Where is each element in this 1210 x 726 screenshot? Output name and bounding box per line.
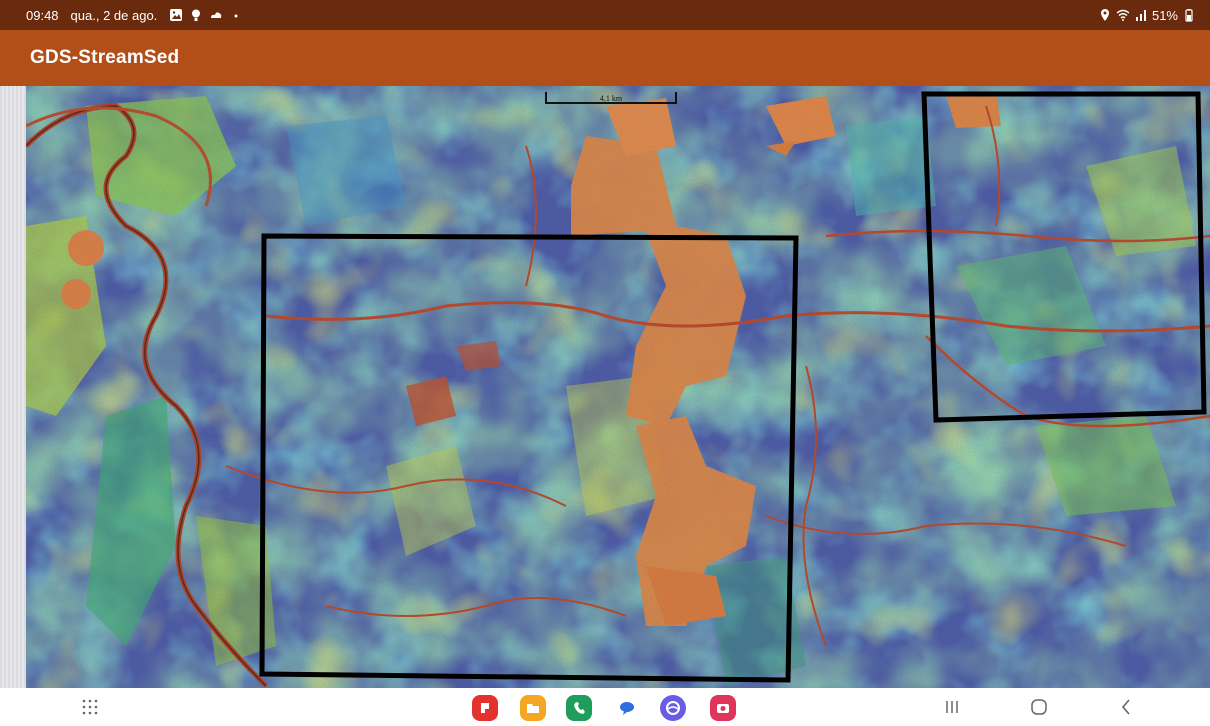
cloud-icon [209, 8, 223, 22]
battery-icon [1182, 8, 1196, 22]
map-left-strip [0, 86, 26, 688]
status-bar: 09:48 qua., 2 de ago. [0, 0, 1210, 30]
back-icon[interactable] [1112, 694, 1140, 720]
app-folder-icon[interactable] [520, 695, 546, 721]
battery-percent: 51% [1151, 7, 1178, 23]
app-internet-icon[interactable] [660, 695, 686, 721]
selection-box-main [259, 233, 799, 683]
app-bar: GDS-StreamSed [0, 30, 1210, 86]
dot-icon [229, 8, 243, 22]
signal-icon [1134, 8, 1148, 22]
terrain-map[interactable] [26, 86, 1210, 688]
map-scale-bar: 4,1 km [545, 92, 677, 104]
status-right: 51% [1098, 8, 1196, 23]
apps-grid-icon[interactable] [76, 694, 104, 720]
wifi-icon [1116, 8, 1130, 22]
scale-label: 4,1 km [599, 94, 623, 103]
status-left: 09:48 qua., 2 de ago. [26, 8, 243, 23]
nav-bar [0, 688, 1210, 726]
recents-icon[interactable] [938, 694, 966, 720]
location-icon [1098, 8, 1112, 22]
map-view[interactable]: 4,1 km [0, 86, 1210, 688]
app-phone-icon[interactable] [566, 695, 592, 721]
location-pin-icon [189, 8, 203, 22]
status-time: 09:48 [26, 7, 59, 23]
home-icon[interactable] [1025, 694, 1053, 720]
app-camera-icon[interactable] [710, 695, 736, 721]
status-date: qua., 2 de ago. [70, 7, 158, 23]
app-messages-icon[interactable] [614, 695, 640, 721]
app-red-icon[interactable] [472, 695, 498, 721]
app-title: GDS-StreamSed [30, 47, 180, 68]
gallery-icon [169, 8, 183, 22]
selection-box-secondary [921, 91, 1207, 423]
